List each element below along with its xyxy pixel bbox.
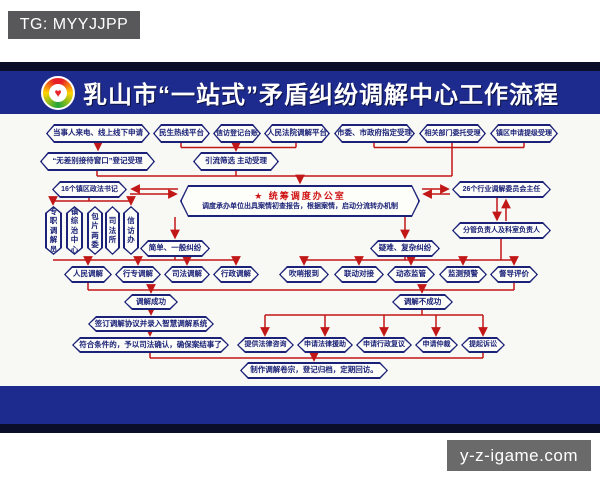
node-litigation-label: 提起诉讼 <box>463 339 504 352</box>
title-banner: ♥ 乳山市“一站式”矛盾纠纷调解中心工作流程 <box>0 71 600 114</box>
node-whistle-report-label: 吹哨报到 <box>281 268 328 282</box>
node-joint-handling: 联动对接 <box>334 266 384 283</box>
node-intake-petition-label: 信访登记台账 <box>215 126 260 142</box>
page-title: 乳山市“一站式”矛盾纠纷调解中心工作流程 <box>83 82 559 109</box>
node-administrative-mediation-label: 行政调解 <box>215 268 258 282</box>
node-intake-departments-label: 相关部门委托受理 <box>421 126 485 142</box>
node-archive-followup-label: 制作调解卷宗，登记归档，定期回访。 <box>242 364 387 378</box>
node-intake-hotline: 民生热线平台 <box>153 124 210 143</box>
node-dispatch-office-label: ★ 统筹调度办公室 调度承办单位出具案情初查报告，根据案情，启动分流转办机制 <box>182 187 419 216</box>
node-dynamic-supervision-label: 动态监管 <box>389 268 434 282</box>
top-watermark: TG: MYYJJPP <box>8 11 140 39</box>
node-administrative-mediation: 行政调解 <box>213 266 259 283</box>
node-unit-town-center: 镇综治中心 <box>66 206 83 255</box>
board-top-edge <box>0 62 600 71</box>
node-supervision-evaluation: 督导评价 <box>490 266 538 283</box>
node-intake-court: 人民法院调解平台 <box>264 124 330 143</box>
node-unit-town-center-label: 镇综治中心 <box>68 208 82 254</box>
node-mediation-failure: 调解不成功 <box>392 294 453 310</box>
node-legal-aid: 申请法律援助 <box>297 337 353 353</box>
node-intake-hotline-label: 民生热线平台 <box>155 126 209 142</box>
node-industry-committee-chairs: 26个行业调解委员会主任 <box>452 181 551 198</box>
node-complex-dispute-label: 疑难、复杂纠纷 <box>372 242 439 256</box>
board-bottom-band <box>0 386 600 424</box>
node-judicial-mediation: 司法调解 <box>164 266 210 283</box>
board-bottom-edge <box>0 424 600 433</box>
node-judicial-mediation-label: 司法调解 <box>166 268 209 282</box>
node-judicial-confirmation: 符合条件的，予以司法确认，确保案结事了 <box>72 337 229 353</box>
node-simple-dispute: 简单、一般纠纷 <box>140 240 210 257</box>
bottom-watermark: y-z-igame.com <box>447 440 591 471</box>
dispatch-office-subtitle: 调度承办单位出具案情初查报告，根据案情，启动分流转办机制 <box>202 202 398 210</box>
node-registration-screening: 引流筛选 主动受理 <box>193 152 279 171</box>
node-intake-petition: 信访登记台账 <box>213 124 261 143</box>
node-unit-justice-office-label: 司法所 <box>107 208 119 254</box>
node-mediation-success: 调解成功 <box>124 294 178 310</box>
node-intake-court-label: 人民法院调解平台 <box>266 126 329 142</box>
node-arbitration-label: 申请仲裁 <box>417 339 457 352</box>
node-registration-window-label: “无差别接待窗口”登记受理 <box>42 154 154 170</box>
dispatch-office-title: ★ 统筹调度办公室 <box>254 190 346 201</box>
node-unit-petition-office-label: 信访办 <box>125 208 138 254</box>
node-administrative-review: 申请行政复议 <box>356 337 412 353</box>
node-intake-township-label: 镇区申请提级受理 <box>492 126 557 142</box>
node-whistle-report: 吹哨报到 <box>279 266 329 283</box>
node-sign-agreement: 签订调解协议并录入智慧调解系统 <box>88 316 214 332</box>
node-people-mediation: 人民调解 <box>64 266 112 283</box>
node-sign-agreement-label: 签订调解协议并录入智慧调解系统 <box>90 318 213 331</box>
node-monitoring-warning: 监测预警 <box>439 266 487 283</box>
node-mediation-success-label: 调解成功 <box>126 296 177 309</box>
node-administrative-review-label: 申请行政复议 <box>358 339 411 352</box>
node-unit-village-committees-label: 包片两委 <box>89 208 102 254</box>
node-simple-dispute-label: 简单、一般纠纷 <box>142 242 209 256</box>
node-unit-justice-office: 司法所 <box>105 206 120 255</box>
node-unit-full-time-mediator-label: 专职调解员 <box>47 208 61 254</box>
node-industry-committee-chairs-label: 26个行业调解委员会主任 <box>454 183 550 197</box>
node-intake-township: 镇区申请提级受理 <box>490 124 558 143</box>
node-unit-petition-office: 信访办 <box>123 206 139 255</box>
node-intake-apply: 当事人来电、线上线下申请 <box>46 124 150 143</box>
node-joint-handling-label: 联动对接 <box>336 268 383 282</box>
heart-icon: ♥ <box>49 83 67 102</box>
node-monitoring-warning-label: 监测预警 <box>441 268 486 282</box>
node-town-secretaries-label: 16个镇区政法书记 <box>54 183 126 197</box>
node-unit-full-time-mediator: 专职调解员 <box>45 206 62 255</box>
node-dispatch-office: ★ 统筹调度办公室 调度承办单位出具案情初查报告，根据案情，启动分流转办机制 <box>180 185 420 217</box>
node-unit-village-committees: 包片两委 <box>87 206 103 255</box>
node-intake-government-label: 市委、市政府指定受理 <box>336 126 414 142</box>
node-legal-consultation-label: 提供法律咨询 <box>239 339 293 352</box>
node-dynamic-supervision: 动态监管 <box>387 266 435 283</box>
node-mediation-failure-label: 调解不成功 <box>394 296 452 309</box>
node-litigation: 提起诉讼 <box>461 337 505 353</box>
node-industry-mediation: 行专调解 <box>115 266 161 283</box>
node-intake-apply-label: 当事人来电、线上线下申请 <box>48 126 149 142</box>
node-archive-followup: 制作调解卷宗，登记归档，定期回访。 <box>240 362 388 379</box>
node-complex-dispute: 疑难、复杂纠纷 <box>370 240 440 257</box>
node-judicial-confirmation-label: 符合条件的，予以司法确认，确保案结事了 <box>74 339 228 352</box>
node-section-leads: 分管负责人及科室负责人 <box>452 222 551 239</box>
node-town-secretaries: 16个镇区政法书记 <box>52 181 127 198</box>
node-registration-screening-label: 引流筛选 主动受理 <box>195 154 278 170</box>
node-section-leads-label: 分管负责人及科室负责人 <box>454 224 550 238</box>
node-legal-consultation: 提供法律咨询 <box>237 337 294 353</box>
node-intake-departments: 相关部门委托受理 <box>419 124 486 143</box>
node-people-mediation-label: 人民调解 <box>66 268 111 282</box>
node-arbitration: 申请仲裁 <box>415 337 458 353</box>
node-supervision-evaluation-label: 督导评价 <box>492 268 537 282</box>
node-legal-aid-label: 申请法律援助 <box>299 339 352 352</box>
node-industry-mediation-label: 行专调解 <box>117 268 160 282</box>
mediation-logo-icon: ♥ <box>41 75 75 110</box>
node-registration-window: “无差别接待窗口”登记受理 <box>40 152 155 171</box>
node-intake-government: 市委、市政府指定受理 <box>334 124 415 143</box>
